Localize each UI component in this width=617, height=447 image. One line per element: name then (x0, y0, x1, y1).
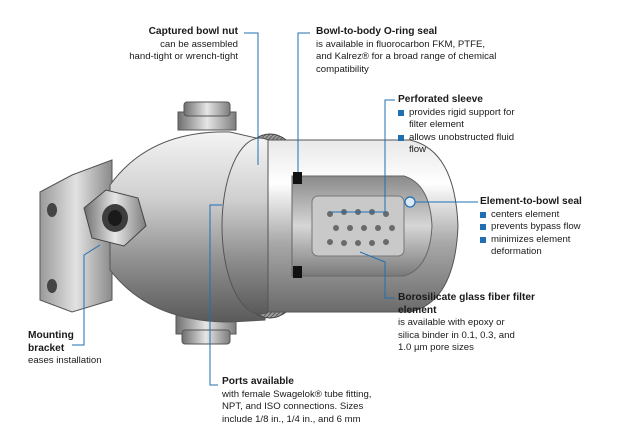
sleeve-bullet-2: allows unobstructed fluid flow (398, 132, 516, 157)
callout-filter: Borosilicate glass fiber filter element … (398, 292, 558, 355)
oring-title: Bowl-to-body O-ring seal (316, 26, 438, 37)
oring-line-1: is available in fluorocarbon FKM, PTFE, (316, 38, 486, 50)
callout-ports: Ports available with female Swagelok® tu… (222, 376, 422, 426)
filter-title: Borosilicate glass fiber filter element (398, 292, 536, 316)
sleeve-bullet-1: provides rigid support for filter elemen… (398, 107, 516, 132)
leader-lines (72, 32, 478, 386)
oring-line-3: compatibility (316, 63, 369, 75)
ports-line-1: with female Swagelok® tube fitting, (222, 388, 372, 400)
bracket-line-1: eases installation (28, 355, 102, 367)
callout-element-seal: Element-to-bowl seal centers element pre… (480, 196, 600, 259)
bowl-nut-line-1: can be assembled (160, 38, 238, 50)
filter-bowl (267, 139, 459, 313)
callout-bracket: Mounting bracket eases installation (28, 330, 128, 368)
oring-line-2: and Kalrez® for a broad range of chemica… (316, 51, 497, 63)
element-seal-marker (404, 196, 416, 208)
filter-line-1: is available with epoxy or (398, 317, 505, 329)
left-port-hex (83, 189, 147, 247)
mounting-bracket-shape (39, 159, 113, 313)
bowl-nut-line-2: hand-tight or wrench-tight (129, 51, 238, 63)
ports-line-2: NPT, and ISO connections. Sizes (222, 401, 364, 413)
element-seal-title: Element-to-bowl seal (480, 196, 582, 207)
o-ring-top (293, 172, 302, 184)
ports-title: Ports available (222, 376, 294, 387)
callout-sleeve: Perforated sleeve provides rigid support… (398, 94, 516, 157)
bracket-title: Mounting bracket (28, 330, 74, 354)
callout-bowl-nut: Captured bowl nut can be assembled hand-… (96, 26, 238, 64)
top-port-nut (177, 101, 237, 131)
filter-line-3: 1.0 µm pore sizes (398, 342, 474, 354)
perforated-sleeve (327, 209, 395, 246)
element-seal-bullet-3: minimizes element deformation (480, 234, 600, 259)
filter-line-2: silica binder in 0.1, 0.3, and (398, 329, 515, 341)
o-ring-bottom (293, 266, 302, 278)
callout-oring: Bowl-to-body O-ring seal is available in… (316, 26, 546, 76)
sleeve-title: Perforated sleeve (398, 94, 483, 105)
ports-line-3: include 1/8 in., 1/4 in., and 6 mm (222, 413, 361, 425)
bowl-nut-title: Captured bowl nut (148, 26, 238, 37)
element-seal-bullet-2: prevents bypass flow (480, 221, 600, 234)
element-seal-bullet-1: centers element (480, 209, 600, 222)
filter-body (109, 131, 266, 323)
